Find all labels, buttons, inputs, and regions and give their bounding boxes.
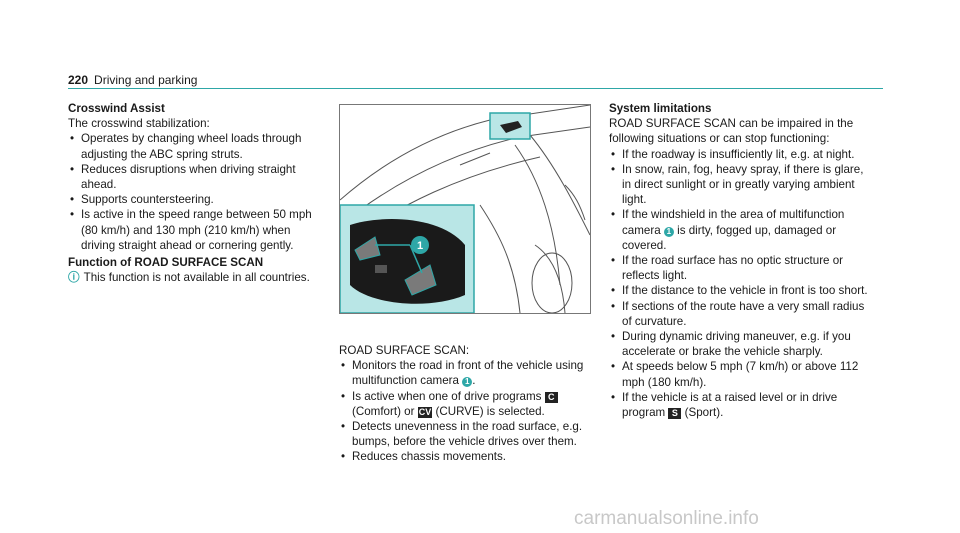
camera-icon: [500, 121, 522, 133]
crosswind-heading: Crosswind Assist: [68, 102, 165, 115]
callout-1-icon: 1: [663, 226, 674, 237]
middle-column: ROAD SURFACE SCAN: Monitors the road in …: [339, 343, 594, 465]
comfort-program-icon: C: [544, 391, 558, 403]
list-item: If sections of the route have a very sma…: [609, 299, 869, 329]
camera-figure: 1: [339, 104, 591, 314]
list-item: If the distance to the vehicle in front …: [609, 283, 869, 298]
function-heading: Function of ROAD SURFACE SCAN: [68, 256, 264, 270]
list-item: Is active in the speed range between 50 …: [68, 207, 326, 253]
list-item: Reduces disruptions when driving straigh…: [68, 162, 326, 192]
header-rule: [68, 88, 883, 89]
page-header: 220 Driving and parking: [68, 73, 197, 87]
callout-1-icon: [411, 236, 429, 254]
list-item: Supports countersteering.: [68, 192, 326, 207]
note-text: This function is not available in all co…: [83, 271, 310, 285]
info-icon: ⓘ: [68, 271, 80, 285]
left-column: Crosswind Assist The crosswind stabiliza…: [68, 101, 326, 285]
sport-program-icon: S: [668, 408, 682, 420]
list-item: Operates by changing wheel loads through…: [68, 131, 326, 161]
figure-callout-label: 1: [417, 240, 423, 252]
limitations-intro: ROAD SURFACE SCAN can be impaired in the…: [609, 117, 854, 146]
list-item: Reduces chassis movements.: [339, 449, 594, 464]
road-scan-list: Monitors the road in front of the vehicl…: [339, 358, 594, 465]
list-item: If the roadway is insufficiently lit, e.…: [609, 147, 869, 162]
watermark: carmanualsonline.info: [574, 508, 759, 529]
curve-program-icon: CV: [417, 406, 433, 418]
callout-1-icon: 1: [462, 377, 473, 388]
list-item: In snow, rain, fog, heavy spray, if ther…: [609, 162, 869, 208]
list-item: Detects unevenness in the road surface, …: [339, 419, 594, 449]
page-number: 220: [68, 73, 89, 87]
list-item: If the windshield in the area of multifu…: [609, 207, 869, 253]
right-column: System limitations ROAD SURFACE SCAN can…: [609, 101, 869, 420]
list-item: Monitors the road in front of the vehicl…: [339, 358, 594, 388]
crosswind-intro: The crosswind stabilization:: [68, 117, 210, 131]
limitations-heading: System limitations: [609, 102, 712, 115]
list-item: If the road surface has no optic structu…: [609, 253, 869, 283]
road-scan-heading: ROAD SURFACE SCAN:: [339, 344, 470, 357]
camera-highlight-box: [489, 112, 531, 140]
crosswind-list: Operates by changing wheel loads through…: [68, 131, 326, 253]
limitations-list: If the roadway is insufficiently lit, e.…: [609, 147, 869, 421]
list-item: If the vehicle is at a raised level or i…: [609, 390, 869, 420]
chapter-title: Driving and parking: [94, 73, 198, 87]
list-item: Is active when one of drive programs C (…: [339, 389, 594, 419]
list-item: At speeds below 5 mph (7 km/h) or above …: [609, 359, 869, 389]
windshield-illustration: 1: [340, 105, 590, 313]
list-item: During dynamic driving maneuver, e.g. if…: [609, 329, 869, 359]
